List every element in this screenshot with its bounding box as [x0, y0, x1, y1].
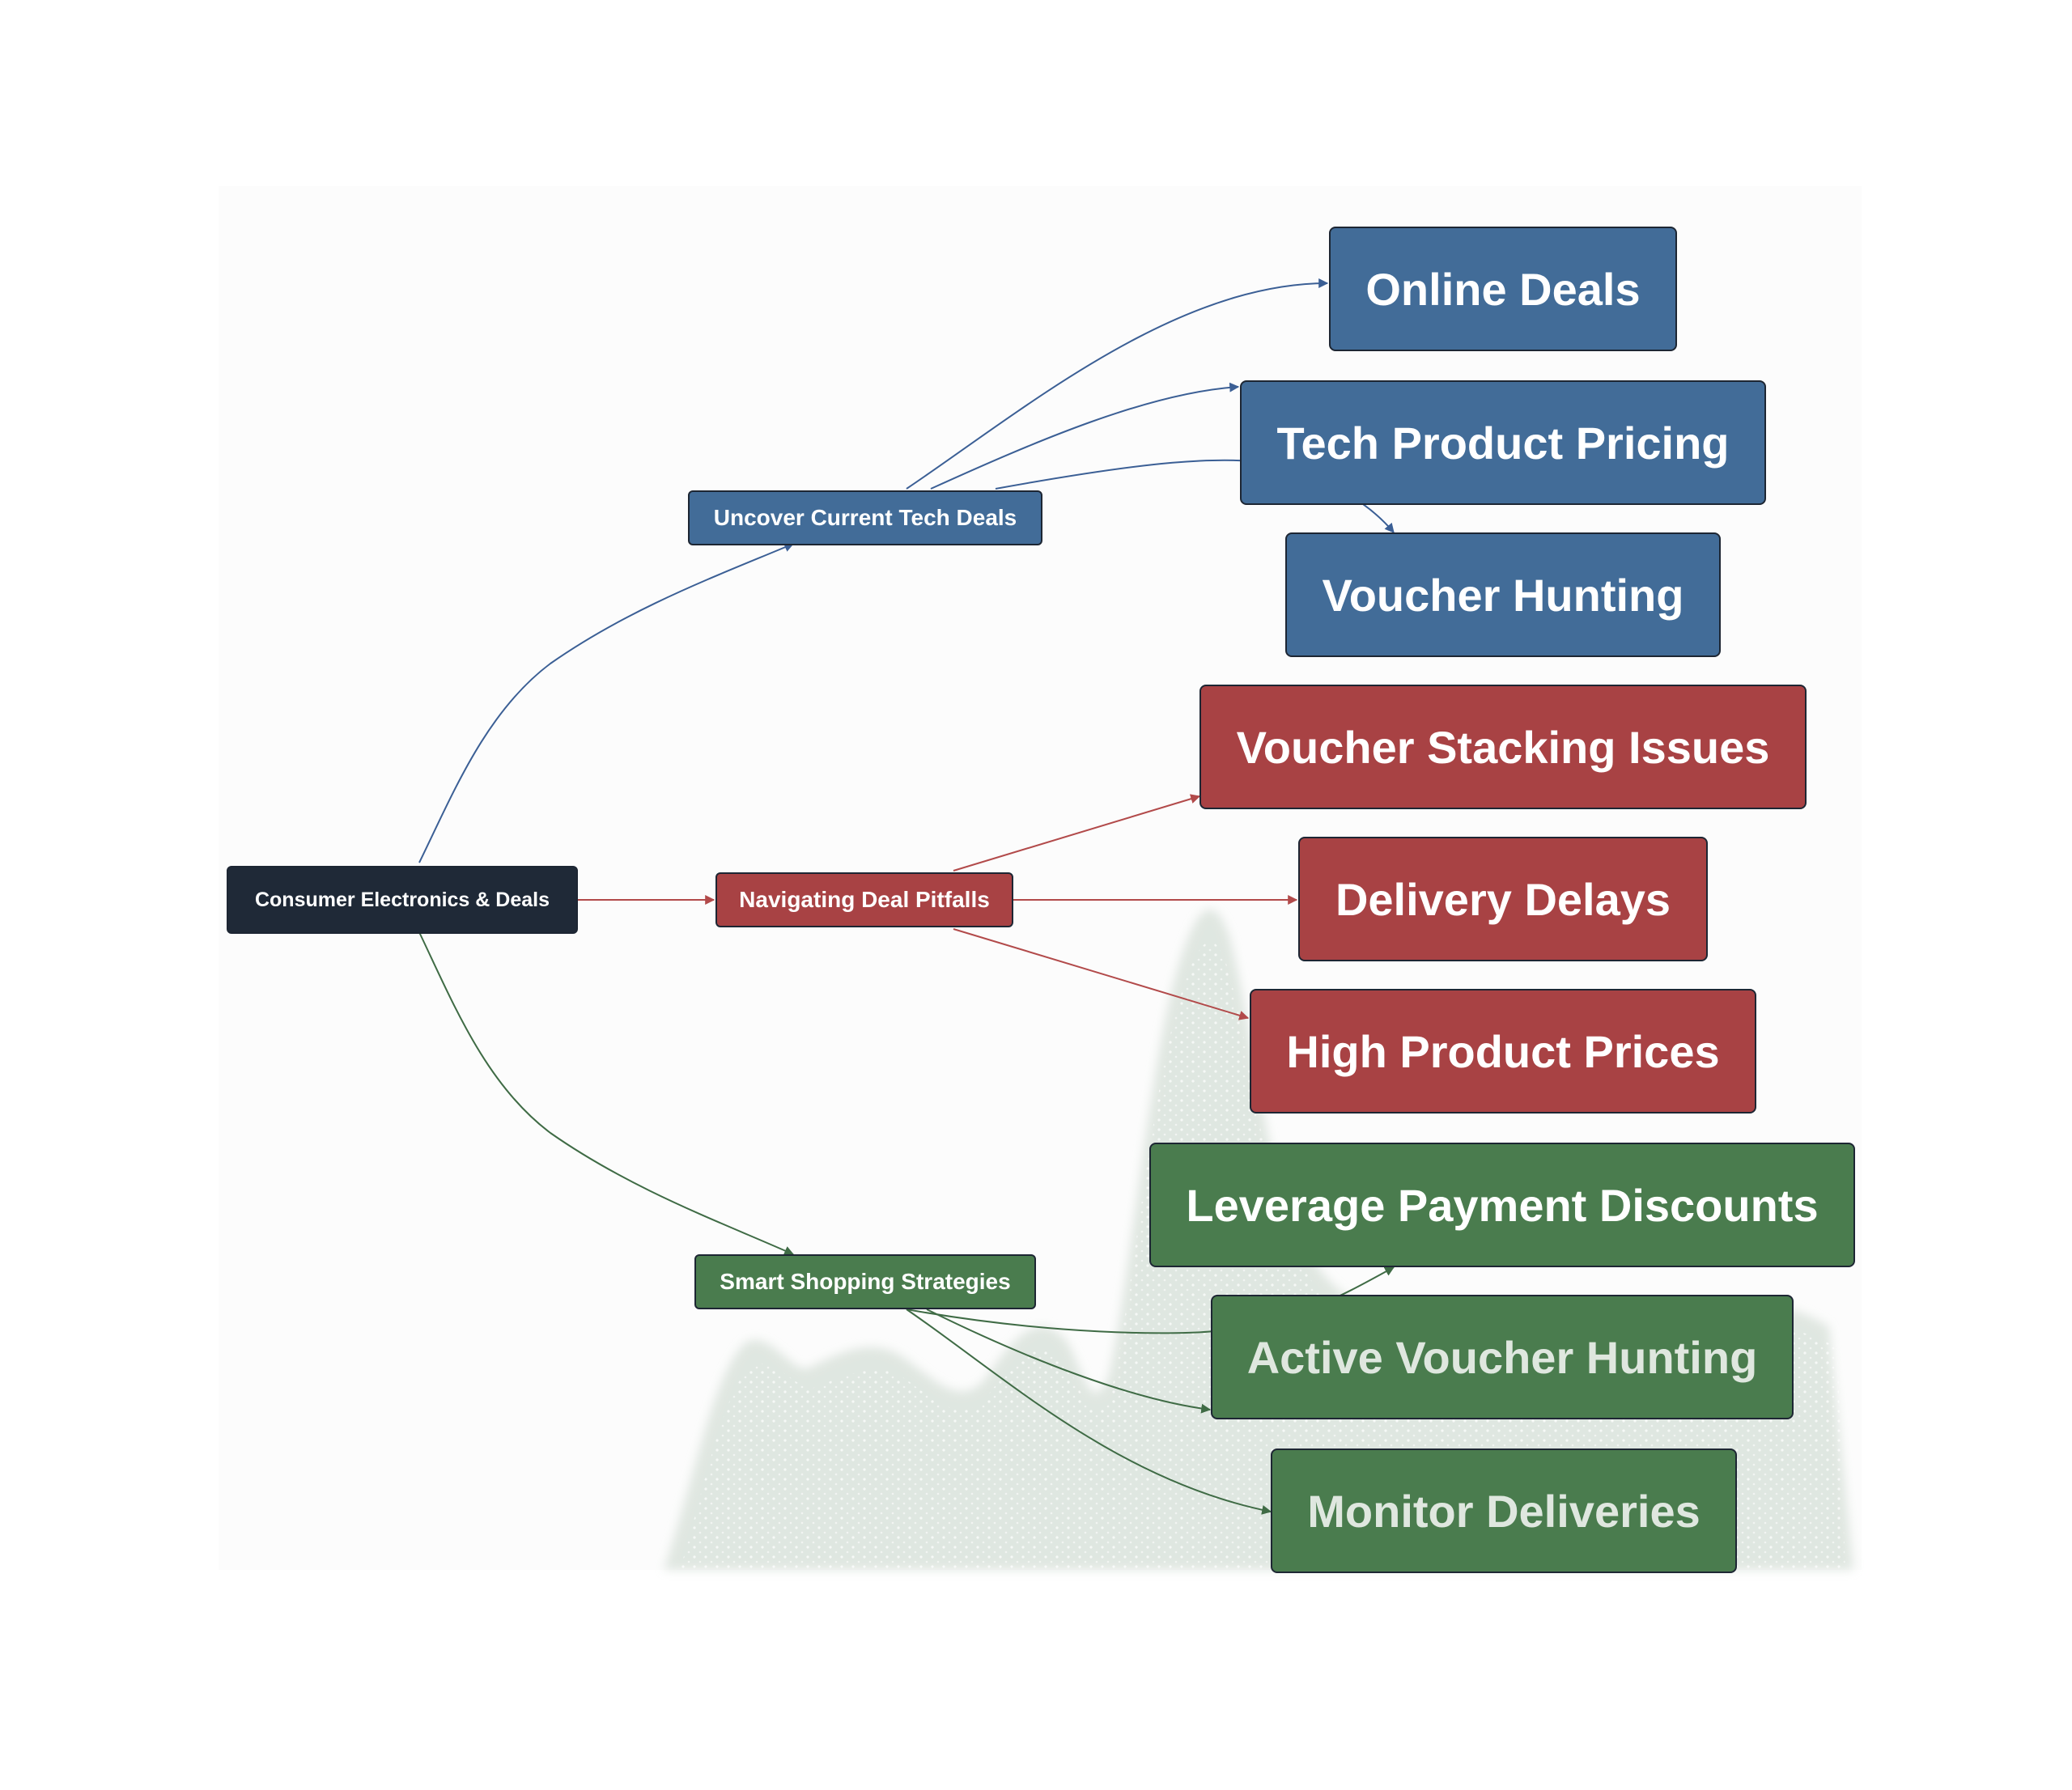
edge-tech-to-pricing	[930, 382, 1240, 490]
leaf-delivery-delays[interactable]: Delivery Delays	[1298, 837, 1708, 961]
node-smart-shopping-strategies[interactable]: Smart Shopping Strategies	[694, 1254, 1036, 1309]
leaf-leverage-payment-discounts[interactable]: Leverage Payment Discounts	[1149, 1143, 1855, 1267]
leaf-monitor-deliveries[interactable]: Monitor Deliveries	[1271, 1449, 1737, 1573]
leaf-voucher-hunting[interactable]: Voucher Hunting	[1285, 532, 1721, 657]
edge-smart-to-active	[926, 1309, 1212, 1414]
leaf-active-voucher-hunting[interactable]: Active Voucher Hunting	[1211, 1295, 1794, 1419]
node-navigating-deal-pitfalls[interactable]: Navigating Deal Pitfalls	[715, 872, 1013, 927]
edge-pitfalls-to-prices	[953, 928, 1250, 1020]
edge-smart-to-monitor	[906, 1309, 1272, 1515]
edge-pitfalls-to-stacking	[953, 794, 1201, 872]
root-node[interactable]: Consumer Electronics & Deals	[227, 866, 578, 934]
leaf-voucher-stacking-issues[interactable]: Voucher Stacking Issues	[1199, 685, 1807, 809]
edge-root-to-smart	[418, 931, 795, 1256]
leaf-online-deals[interactable]: Online Deals	[1329, 227, 1677, 351]
edge-root-to-tech	[418, 542, 795, 863]
leaf-tech-product-pricing[interactable]: Tech Product Pricing	[1240, 380, 1766, 505]
edge-tech-to-online	[906, 278, 1329, 490]
leaf-high-product-prices[interactable]: High Product Prices	[1250, 989, 1756, 1113]
node-uncover-current-tech-deals[interactable]: Uncover Current Tech Deals	[688, 490, 1042, 545]
